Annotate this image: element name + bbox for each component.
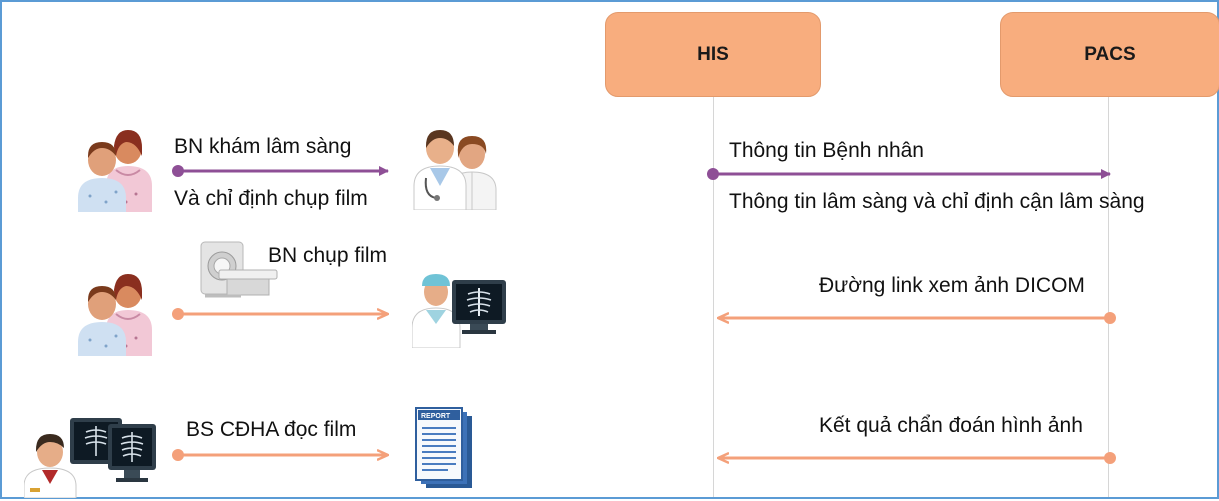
- row1-right-bottom-label: Thông tin lâm sàng và chỉ định cận lâm s…: [729, 190, 1145, 213]
- arrow-pacs-to-his-diagnosis: [718, 452, 1116, 464]
- pacs-actor-label: PACS: [1084, 43, 1136, 65]
- arrow-his-to-pacs-patient-info: [707, 168, 1111, 180]
- his-actor-label: HIS: [697, 43, 729, 65]
- radiologist-workstation-icon: [24, 418, 156, 498]
- radiologist-xray-icon: [412, 274, 506, 348]
- ct-scanner-icon: [200, 241, 278, 298]
- row1-left-top-label: BN khám lâm sàng: [174, 135, 352, 158]
- arrow-row3-left: [172, 449, 388, 461]
- patients-icon: [78, 130, 152, 212]
- arrow-row2-left: [172, 308, 388, 320]
- his-actor-box: HIS: [605, 12, 821, 97]
- his-lifeline: [713, 97, 714, 497]
- row2-left-label: BN chụp film: [268, 244, 388, 267]
- pacs-lifeline: [1108, 97, 1109, 497]
- pacs-actor-box: PACS: [1000, 12, 1219, 97]
- row3-right-label: Kết quả chẩn đoán hình ảnh: [819, 414, 1083, 437]
- arrow-pacs-to-his-dicom-link: [718, 312, 1116, 324]
- report-title-text: REPORT: [421, 413, 451, 420]
- doctors-icon: [413, 130, 497, 210]
- row2-right-label: Đường link xem ảnh DICOM: [819, 274, 1085, 297]
- arrow-row1-left: [172, 165, 389, 177]
- row3-left-label: BS CĐHA đọc film: [186, 418, 357, 441]
- row1-left-bottom-label: Và chỉ định chụp film: [174, 187, 368, 210]
- report-document-icon: REPORT: [415, 407, 472, 488]
- patients-icon: [78, 274, 152, 356]
- row1-right-top-label: Thông tin Bệnh nhân: [729, 139, 924, 162]
